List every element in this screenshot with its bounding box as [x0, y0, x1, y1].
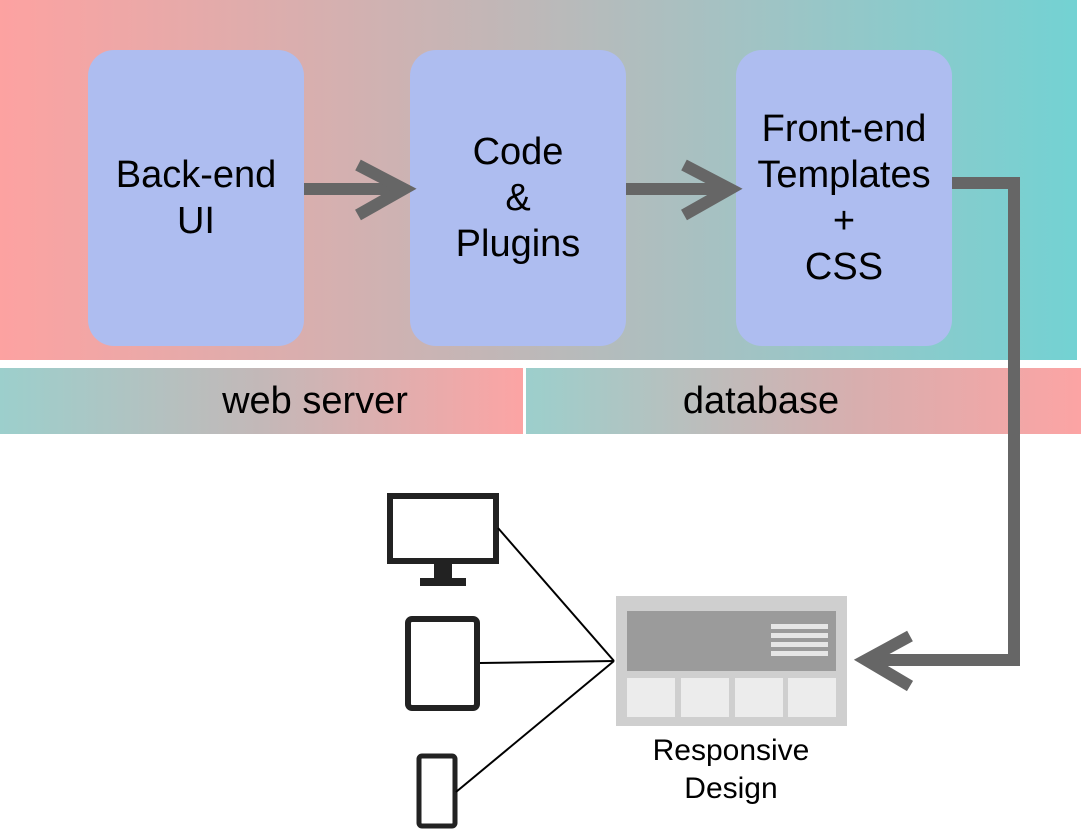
- tablet-icon: [405, 616, 480, 711]
- database-band: database: [526, 368, 1081, 434]
- backend-ui-label: Back-end UI: [115, 154, 277, 242]
- responsive-layout-icon: [616, 596, 847, 726]
- code-plugins-label: Code & Plugins: [455, 131, 581, 265]
- code-plugins-box: Code & Plugins: [410, 50, 626, 346]
- phone-icon: [416, 753, 458, 829]
- device-connector-lines: [455, 527, 615, 793]
- responsive-design-caption: Responsive Design: [652, 734, 810, 805]
- database-label: database: [682, 380, 840, 422]
- frontend-templates-box: Front-end Templates + CSS: [736, 50, 952, 346]
- web-server-label: web server: [222, 380, 408, 422]
- backend-ui-box: Back-end UI: [88, 50, 304, 346]
- frontend-templates-label: Front-end Templates + CSS: [757, 108, 931, 288]
- web-server-band: web server: [0, 368, 523, 434]
- monitor-icon: [387, 493, 499, 586]
